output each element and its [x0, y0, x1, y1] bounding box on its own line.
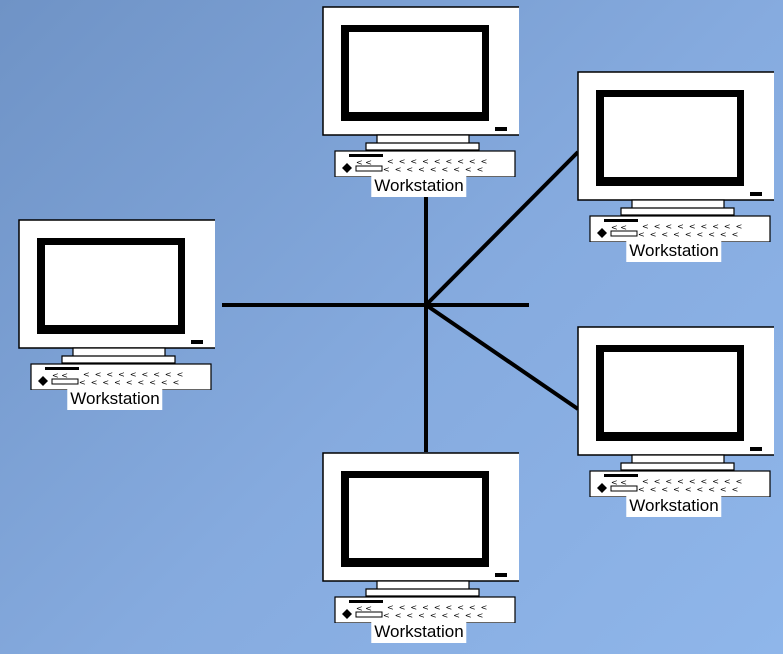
cable-to-ws-upper-right: [424, 150, 580, 307]
svg-text:< <: < <: [52, 371, 68, 380]
svg-text:< <: < <: [356, 158, 372, 167]
workstation-label: Workstation: [67, 388, 163, 410]
computer-icon: < < <<<<<<<<< <<<<<<<<<: [322, 452, 519, 623]
workstation-top: < < <<<<<<<<< <<<<<<<<< Workstation: [319, 5, 519, 197]
computer-icon: < < <<<<<<<<< <<<<<<<<<: [577, 326, 774, 497]
workstation-left: < < <<<<<<<<< <<<<<<<<< Workstation: [15, 218, 215, 410]
workstation-label: Workstation: [371, 621, 467, 643]
workstation-lower-right: < < <<<<<<<<< <<<<<<<<< Workstation: [574, 325, 774, 517]
svg-text:<<<<<<<<<: <<<<<<<<<: [642, 222, 747, 231]
workstation-label: Workstation: [371, 175, 467, 197]
computer-icon: < < <<<<<<<<< <<<<<<<<<: [18, 219, 215, 390]
workstation-bottom: < < <<<<<<<<< <<<<<<<<< Workstation: [319, 451, 519, 643]
svg-text:<<<<<<<<<: <<<<<<<<<: [642, 477, 747, 486]
svg-text:<<<<<<<<<: <<<<<<<<<: [638, 485, 743, 494]
svg-text:< <: < <: [611, 223, 627, 232]
svg-text:<<<<<<<<<: <<<<<<<<<: [383, 611, 488, 620]
workstation-label: Workstation: [626, 240, 722, 262]
svg-text:<<<<<<<<<: <<<<<<<<<: [79, 378, 184, 387]
cable-to-ws-lower-right: [424, 303, 580, 411]
svg-text:<<<<<<<<<: <<<<<<<<<: [387, 157, 492, 166]
svg-text:<<<<<<<<<: <<<<<<<<<: [387, 603, 492, 612]
svg-text:<<<<<<<<<: <<<<<<<<<: [83, 370, 188, 379]
svg-text:< <: < <: [356, 604, 372, 613]
svg-text:<<<<<<<<<: <<<<<<<<<: [383, 165, 488, 174]
svg-text:<<<<<<<<<: <<<<<<<<<: [638, 230, 743, 239]
workstation-upper-right: < < <<<<<<<<< <<<<<<<<< Workstation: [574, 70, 774, 262]
workstation-label: Workstation: [626, 495, 722, 517]
svg-text:< <: < <: [611, 478, 627, 487]
computer-icon: < < <<<<<<<<< <<<<<<<<<: [322, 6, 519, 177]
computer-icon: < < <<<<<<<<< <<<<<<<<<: [577, 71, 774, 242]
